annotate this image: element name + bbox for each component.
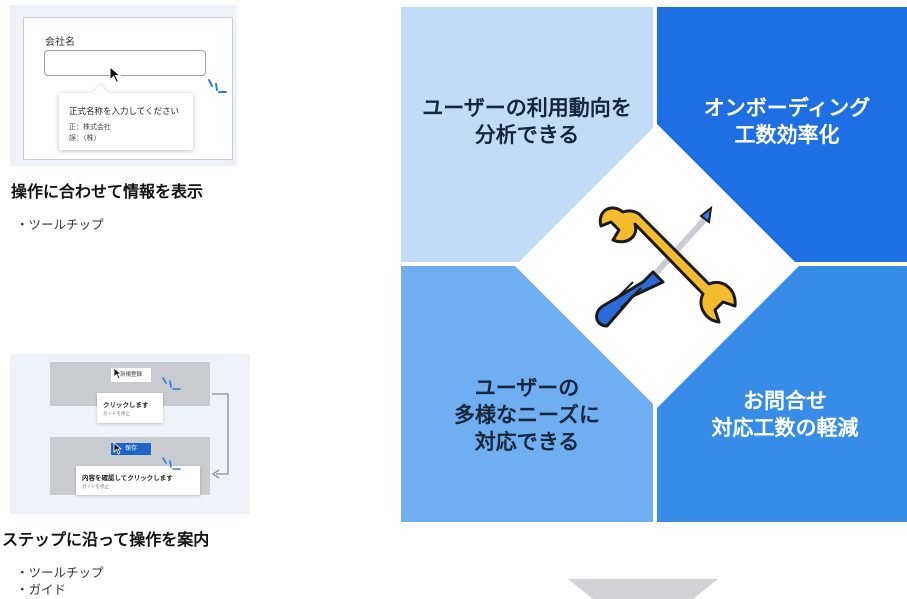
- step2-tooltip: 内容を確認してクリックします ガイドを停止: [76, 466, 200, 495]
- step-connector-arrow-icon: [211, 393, 229, 479]
- bullet-item: ・ツールチップ: [16, 217, 104, 232]
- bullet-item: ・ツールチップ: [16, 565, 104, 580]
- save-button: 保存: [111, 443, 151, 455]
- company-name-label: 会社名: [45, 37, 75, 48]
- tooltip-popup: 正式名称を入力してください 正：株式会社 誤：（株）: [59, 93, 193, 150]
- down-arrow-icon: [568, 579, 718, 599]
- step1-panel: 新規登録 クリックします ガイドを停止: [50, 362, 210, 423]
- tooltip-example-image: 会社名 正式名称を入力してください 正：株式会社 誤：（株）: [10, 5, 237, 166]
- tooltip-title: 正式名称を入力してください: [69, 107, 179, 117]
- center-diamond: [515, 124, 799, 408]
- benefit-label: ユーザーの 多様なニーズに 対応できる: [454, 377, 600, 454]
- click-spark-icon: [162, 457, 181, 470]
- step2-tooltip-text: 内容を確認してクリックします: [82, 474, 173, 482]
- wrench-and-screwdriver-icon: [595, 205, 737, 328]
- mouse-cursor-icon: [109, 66, 122, 84]
- click-spark-icon: [208, 79, 227, 93]
- bullet-item: ・ガイド: [16, 582, 67, 597]
- benefit-label: オンボーディング 工数効率化: [703, 97, 871, 147]
- mouse-cursor-icon: [113, 442, 123, 455]
- mouse-cursor-icon: [113, 367, 123, 380]
- form-mockup: 会社名 正式名称を入力してください 正：株式会社 誤：（株）: [23, 17, 233, 160]
- benefit-label: お問合せ 対応工数の軽減: [711, 390, 859, 440]
- step1-stop-guide: ガイドを停止: [103, 412, 130, 417]
- section-title-guide: ステップに沿って操作を案内: [2, 532, 210, 549]
- step1-tooltip-text: クリックします: [103, 401, 149, 409]
- step2-stop-guide: ガイドを停止: [82, 485, 109, 490]
- click-spark-icon: [162, 377, 181, 390]
- company-name-input: [44, 50, 206, 76]
- tooltip-line-wrong: 誤：（株）: [69, 134, 101, 142]
- step1-tooltip: クリックします ガイドを停止: [97, 393, 163, 423]
- step2-panel: 保存 内容を確認してクリックします ガイドを停止: [50, 437, 210, 495]
- benefit-label: ユーザーの利用動向を 分析できる: [422, 97, 632, 147]
- tooltip-line-correct: 正：株式会社: [69, 123, 111, 131]
- new-register-button: 新規登録: [111, 368, 151, 382]
- section-title-tooltip: 操作に合わせて情報を表示: [11, 184, 204, 201]
- guide-example-image: 新規登録 クリックします ガイドを停止 保存 内容を確認してクリックします ガイ…: [10, 354, 250, 514]
